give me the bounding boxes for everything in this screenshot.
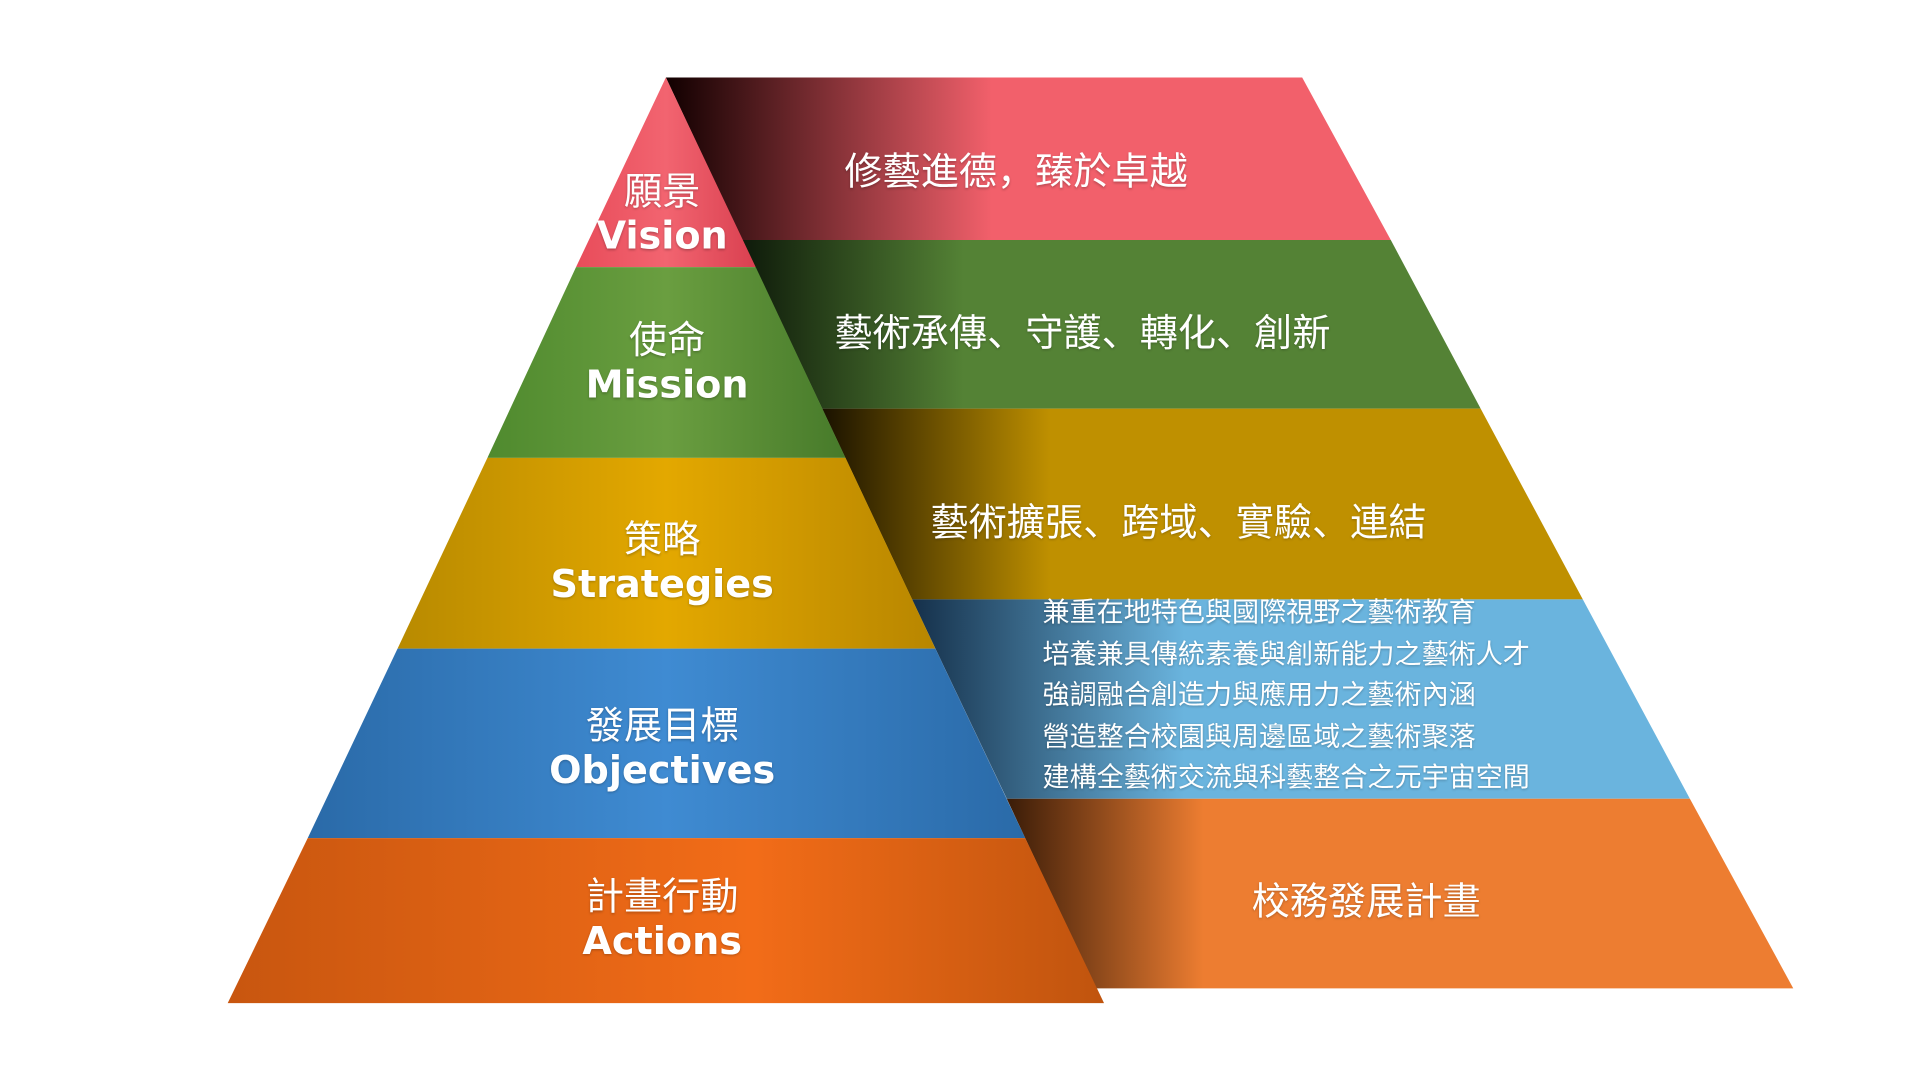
label-actions: 計畫行動 Actions — [582, 875, 742, 964]
objective-item: 建構全藝術交流與科藝整合之元宇宙空間 — [1042, 763, 1530, 794]
objective-item: 強調融合創造力與應用力之藝術內涵 — [1042, 680, 1476, 712]
label-mission: 使命 Mission — [586, 319, 749, 408]
strategies-content: 藝術擴張、跨域、實驗、連結 — [930, 500, 1427, 546]
objective-item: 培養兼具傳統素養與創新能力之藝術人才 — [1042, 639, 1530, 671]
mission-content: 藝術承傳、守護、轉化、創新 — [834, 311, 1331, 356]
right-band-objectives — [912, 599, 1690, 799]
right-band-vision — [665, 77, 1391, 241]
objectives-content: 兼重在地特色與國際視野之藝術教育 培養兼具傳統素養與創新能力之藝術人才 強調融合… — [1042, 593, 1529, 799]
objectives-zh: 發展目標 — [585, 704, 739, 749]
pyramid-band-strategies — [397, 457, 936, 649]
pyramid-band-actions — [227, 838, 1105, 1004]
right-band-mission — [742, 240, 1481, 409]
vision-zh: 願景 — [624, 169, 701, 215]
actions-zh: 計畫行動 — [585, 875, 739, 920]
pyramid-band-objectives — [307, 648, 1026, 839]
strategies-en: Strategies — [550, 562, 774, 607]
objective-item: 兼重在地特色與國際視野之藝術教育 — [1042, 598, 1476, 629]
vision-en: Vision — [596, 214, 728, 259]
right-band-strategies — [822, 408, 1583, 600]
label-vision: 願景 Vision — [597, 170, 728, 259]
pyramid-band-mission — [487, 267, 846, 458]
actions-content: 校務發展計畫 — [1251, 880, 1481, 925]
objectives-en: Objectives — [549, 748, 776, 793]
label-objectives: 發展目標 Objectives — [549, 704, 775, 793]
pyramid-band-vision — [576, 77, 756, 268]
actions-en: Actions — [582, 919, 742, 964]
vision-content: 修藝進德，臻於卓越 — [844, 150, 1188, 195]
label-strategies: 策略 Strategies — [550, 518, 773, 607]
right-band-actions — [1006, 798, 1794, 989]
mission-zh: 使命 — [628, 318, 706, 364]
objective-item: 營造整合校園與周邊區域之藝術聚落 — [1042, 721, 1476, 753]
mission-en: Mission — [585, 363, 749, 408]
strategies-zh: 策略 — [624, 518, 701, 563]
